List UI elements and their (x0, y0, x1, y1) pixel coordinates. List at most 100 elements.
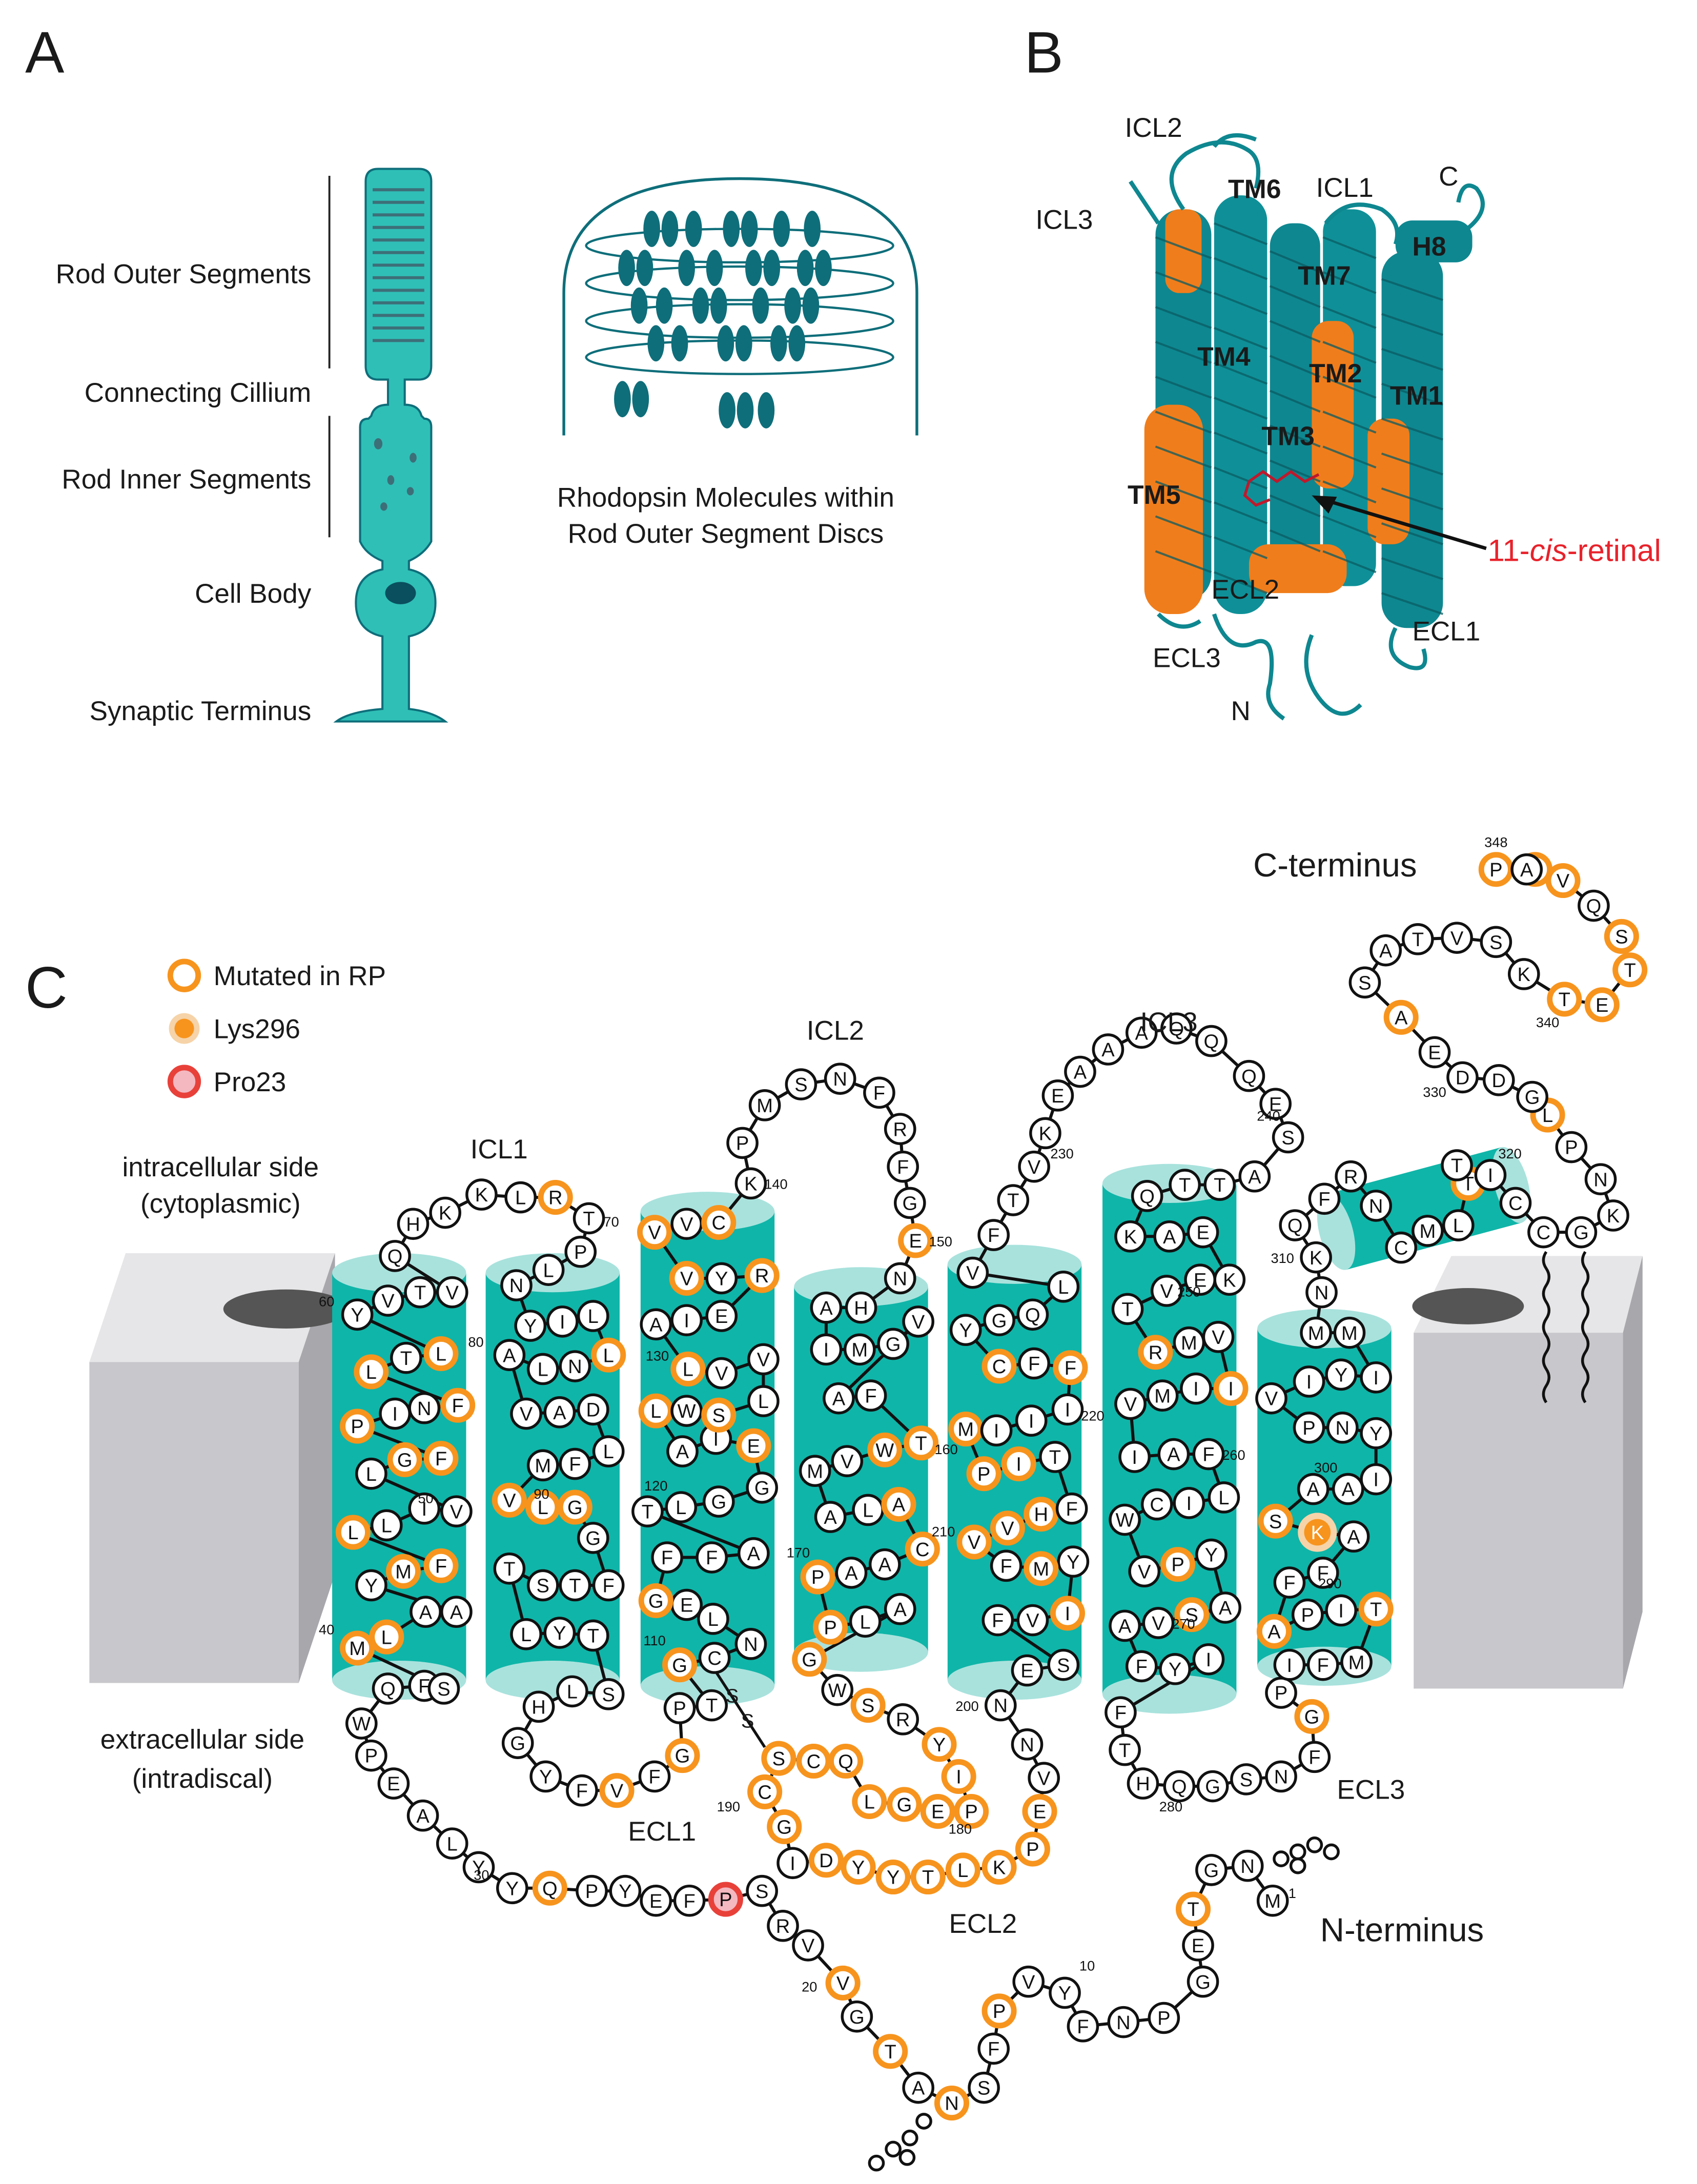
residue-letter: L (683, 1359, 693, 1381)
residue-letter: A (894, 1599, 907, 1621)
residue-letter: E (1020, 1661, 1033, 1682)
residue-330: D (1482, 1064, 1515, 1096)
residue-letter: Y (524, 1316, 537, 1337)
residue-letter: I (422, 1499, 427, 1520)
position-number-30: 30 (474, 1867, 489, 1883)
residue-letter: N (509, 1275, 524, 1297)
position-number-220: 220 (1081, 1408, 1104, 1424)
residue-259: I (1118, 1441, 1151, 1473)
residue-letter: R (893, 1119, 907, 1140)
retinal-arrowhead (1312, 495, 1337, 514)
residue-letter: G (675, 1746, 690, 1767)
residue-212: F (1055, 1492, 1088, 1525)
residue-36: Q (372, 1672, 404, 1705)
residue-letter: Y (1205, 1545, 1218, 1566)
residue-letter: S (1057, 1655, 1070, 1677)
residue-letter: F (1283, 1573, 1295, 1594)
residue-58: T (390, 1341, 422, 1374)
position-number-270: 270 (1172, 1616, 1195, 1631)
residue-letter: D (586, 1400, 600, 1421)
residue-letter: C (1508, 1193, 1523, 1215)
residue-letter: L (538, 1359, 548, 1381)
residue-99: L (556, 1675, 588, 1708)
residue-letter: F (1115, 1702, 1127, 1724)
residue-letter: C (1537, 1222, 1551, 1244)
residue-letter: V (1037, 1768, 1051, 1789)
rod-cell-illustration (333, 168, 448, 723)
residue-3: G (1195, 1854, 1228, 1886)
residue-letter: R (548, 1188, 563, 1209)
residue-348: A (1510, 853, 1543, 886)
residue-letter: F (1317, 1655, 1329, 1677)
residue-62: T (404, 1276, 436, 1309)
residue-154: I (810, 1333, 843, 1366)
residue-letter: A (1520, 860, 1534, 881)
residue-letter: F (1066, 1499, 1077, 1520)
label-ecl1: ECL1 (628, 1816, 696, 1847)
label-tm1: TM1 (1390, 381, 1443, 411)
position-number-50: 50 (418, 1490, 433, 1506)
residue-letter: T (922, 1867, 934, 1889)
residue-97: T (577, 1619, 609, 1652)
residue-letter: Y (1058, 1983, 1071, 2005)
residue-letter: I (1488, 1165, 1494, 1187)
residue-80: A (493, 1339, 526, 1372)
residue-letter: T (1559, 989, 1570, 1011)
position-number-120: 120 (644, 1478, 667, 1494)
residue-letter: H (531, 1697, 546, 1718)
residue-letter: A (1101, 1039, 1115, 1061)
residue-45: F (423, 1548, 459, 1583)
position-number-330: 330 (1423, 1084, 1446, 1100)
residue-letter: I (1065, 1400, 1071, 1421)
residue-letter: Y (1169, 1659, 1181, 1681)
residue-120: G (702, 1485, 735, 1518)
position-number-250: 250 (1177, 1283, 1200, 1299)
residue-letter: M (807, 1461, 823, 1482)
residue-letter: F (452, 1395, 464, 1417)
residue-letter: P (1026, 1839, 1039, 1861)
residue-letter: Q (387, 1246, 403, 1268)
residue-letter: P (673, 1698, 686, 1720)
residue-letter: P (1157, 2008, 1170, 2030)
residue-letter: A (1118, 1616, 1132, 1638)
position-number-70: 70 (604, 1214, 619, 1230)
residue-130: V (705, 1357, 738, 1390)
residue-letter: L (1542, 1105, 1553, 1127)
residue-187: C (747, 1774, 783, 1809)
residue-11: V (1012, 1965, 1045, 1998)
residue-letter: A (1306, 1479, 1320, 1501)
residue-letter: W (352, 1713, 371, 1735)
residue-13: F (977, 2032, 1010, 2065)
residue-31: L (436, 1827, 468, 1860)
residue-158: A (823, 1382, 855, 1415)
residue-332: E (1418, 1036, 1451, 1069)
residue-321: I (1474, 1159, 1507, 1191)
residue-letter: E (931, 1802, 944, 1823)
residue-216: M (948, 1411, 984, 1447)
residue-letter: I (1187, 1493, 1192, 1515)
residue-letter: P (977, 1464, 990, 1485)
residue-221: F (1018, 1347, 1050, 1380)
residue-letter: A (845, 1563, 858, 1584)
residue-157: V (902, 1305, 934, 1338)
residue-letter: T (503, 1559, 515, 1580)
residue-263: I (1173, 1487, 1205, 1519)
membrane-right (1412, 1256, 1643, 1689)
residue-letter: V (1212, 1327, 1225, 1349)
residue-letter: N (945, 2093, 959, 2115)
membrane-left (89, 1253, 349, 1683)
glycan-n2 (1273, 1836, 1340, 1874)
residue-234: A (1092, 1033, 1124, 1066)
palmitoyl-chains (1542, 1251, 1590, 1403)
residue-letter: F (706, 1547, 718, 1569)
residue-214: I (1001, 1446, 1036, 1482)
residue-letter: M (1181, 1333, 1197, 1354)
residue-letter: M (1341, 1323, 1358, 1344)
disc-caption-line1: Rhodopsin Molecules within (557, 482, 894, 513)
residue-277: T (1109, 1733, 1141, 1766)
residue-347: P (1478, 852, 1514, 887)
residue-119: L (665, 1491, 698, 1523)
residue-140: C (701, 1205, 737, 1240)
residue-223: Y (949, 1314, 982, 1346)
residue-letter: M (957, 1419, 974, 1441)
